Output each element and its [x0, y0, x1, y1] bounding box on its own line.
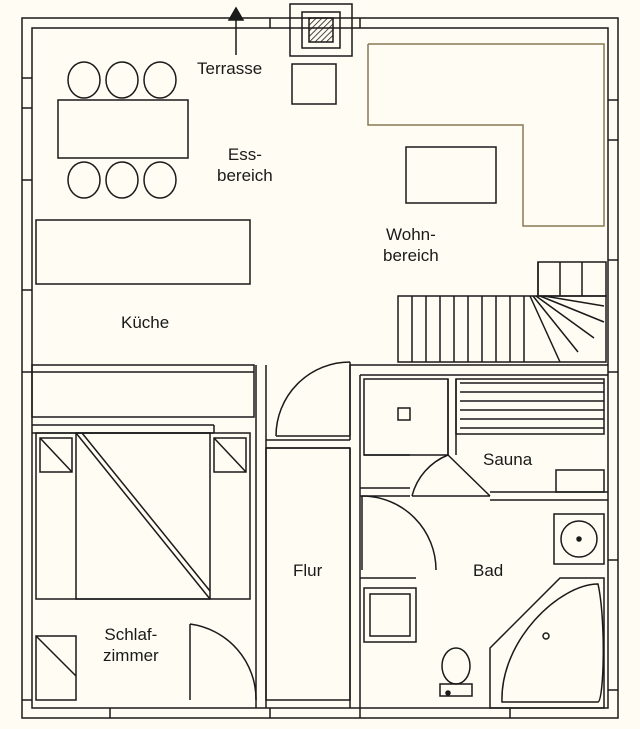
- room-label-schlafzimmer-line2: zimmer: [103, 646, 159, 665]
- room-label-wohnbereich-line2: bereich: [383, 246, 439, 265]
- room-label-flur: Flur: [290, 560, 326, 581]
- corridor-column: [265, 447, 351, 701]
- room-label-kueche: Küche: [118, 312, 173, 333]
- bed: [35, 432, 251, 701]
- room-label-essbereich-line1: Ess-: [227, 145, 262, 164]
- room-label-schlafzimmer-line1: Schlaf-: [104, 625, 158, 644]
- staircase: [397, 261, 607, 363]
- room-label-bad: Bad: [470, 560, 507, 581]
- sofa: [367, 43, 605, 227]
- bathtub: [489, 577, 605, 709]
- kitchen-counter: [31, 364, 255, 418]
- room-label-sauna: Sauna: [480, 449, 536, 470]
- room-label-essbereich: Ess- bereich: [214, 144, 276, 186]
- toilet-icon: [439, 647, 473, 697]
- dining-table: [57, 61, 189, 199]
- door-bath: [361, 495, 437, 571]
- kitchen-island: [35, 219, 251, 285]
- terrace-arrow-icon: [227, 6, 245, 55]
- room-label-wohnbereich-line1: Wohn-: [386, 225, 436, 244]
- fireplace-icon: [289, 3, 353, 105]
- door-bedroom: [189, 623, 257, 701]
- room-label-terrasse: Terrasse: [194, 58, 266, 79]
- sauna-benches: [455, 378, 605, 493]
- shower-icon: [553, 513, 605, 565]
- room-label-schlafzimmer: Schlaf- zimmer: [100, 624, 162, 666]
- coffee-table: [405, 146, 497, 204]
- room-label-essbereich-line2: bereich: [217, 166, 273, 185]
- door-sauna: [411, 454, 491, 497]
- utility-box-icon: [397, 407, 411, 421]
- door-corridor: [275, 361, 351, 437]
- room-label-wohnbereich: Wohn- bereich: [380, 224, 442, 266]
